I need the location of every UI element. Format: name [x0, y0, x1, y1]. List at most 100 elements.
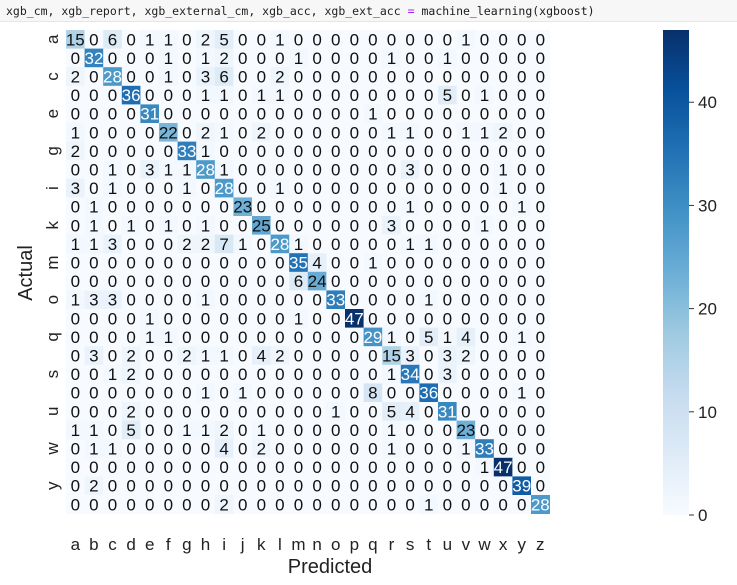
- heatmap-cell: [419, 327, 439, 347]
- heatmap-cell: [531, 141, 550, 161]
- cell-value-label: 0: [201, 105, 210, 124]
- cell-value-label: 1: [145, 30, 154, 49]
- cell-value-label: 0: [424, 30, 433, 49]
- cell-value-label: 0: [182, 495, 191, 514]
- heatmap-cell: [363, 160, 383, 180]
- heatmap-cell: [400, 141, 420, 161]
- heatmap-cell: [103, 271, 123, 291]
- heatmap-cell: [233, 234, 253, 254]
- cell-value-label: 1: [424, 235, 433, 254]
- cell-value-label: 15: [66, 30, 85, 49]
- cell-value-label: 0: [536, 421, 545, 440]
- heatmap-cell: [438, 383, 457, 403]
- heatmap-cell: [84, 383, 104, 403]
- cell-value-label: 0: [238, 105, 247, 124]
- cell-value-label: 3: [443, 347, 452, 366]
- heatmap-cell: [233, 402, 253, 421]
- heatmap-cell: [233, 178, 253, 198]
- cell-value-label: 1: [480, 458, 489, 477]
- heatmap-cell: [456, 439, 476, 459]
- heatmap-cell: [419, 290, 439, 310]
- cell-value-label: 0: [536, 161, 545, 180]
- cell-value-label: 0: [89, 272, 98, 291]
- heatmap-cell: [512, 346, 532, 366]
- heatmap-cell: [345, 457, 364, 477]
- cell-value-label: 0: [461, 291, 470, 310]
- heatmap-cell: [345, 178, 364, 198]
- heatmap-cell: [233, 67, 253, 87]
- cell-value-label: 0: [294, 384, 303, 403]
- cell-value-label: 0: [164, 291, 173, 310]
- heatmap-cell: [177, 495, 197, 514]
- heatmap-cell: [66, 364, 85, 384]
- heatmap-cell: [233, 457, 253, 477]
- cell-value-label: 0: [145, 123, 154, 142]
- cell-value-label: 1: [387, 421, 396, 440]
- heatmap-cell: [326, 271, 346, 291]
- cell-value-label: 0: [461, 142, 470, 161]
- heatmap-cell: [140, 48, 160, 68]
- heatmap-cell: [140, 383, 160, 403]
- cell-value-label: 2: [201, 235, 210, 254]
- cell-value-label: 0: [294, 68, 303, 87]
- heatmap-cell: [252, 457, 271, 477]
- heatmap-cell: [493, 476, 513, 496]
- y-tick-label: y: [43, 481, 62, 490]
- cell-value-label: 0: [219, 402, 228, 421]
- heatmap-cell: [363, 439, 383, 459]
- heatmap-cell: [289, 290, 309, 310]
- heatmap-cell: [140, 476, 160, 496]
- x-axis-label: Predicted: [288, 556, 373, 578]
- cell-value-label: 0: [498, 365, 507, 384]
- cell-value-label: 0: [238, 142, 247, 161]
- heatmap-cell: [270, 420, 290, 440]
- heatmap-cell: [438, 197, 457, 217]
- heatmap-cell: [289, 327, 309, 347]
- heatmap-cell: [512, 160, 532, 180]
- cell-value-label: 0: [294, 105, 303, 124]
- cell-value-label: 0: [238, 477, 247, 496]
- cell-value-label: 0: [461, 402, 470, 421]
- cell-value-label: 0: [275, 254, 284, 273]
- cell-value-label: 0: [331, 254, 340, 273]
- heatmap-cell: [196, 216, 216, 235]
- heatmap-cell: [177, 402, 197, 421]
- heatmap-cell: [233, 439, 253, 459]
- heatmap-cell: [531, 290, 550, 310]
- heatmap-cell: [438, 123, 457, 142]
- heatmap-cell: [419, 439, 439, 459]
- cell-value-label: 0: [89, 402, 98, 421]
- heatmap-cell: [493, 123, 513, 142]
- cell-value-label: 0: [517, 86, 526, 105]
- cell-value-label: 0: [350, 384, 359, 403]
- cell-value-label: 0: [108, 49, 117, 68]
- cell-value-label: 0: [89, 328, 98, 347]
- cell-value-label: 0: [257, 49, 266, 68]
- heatmap-cell: [252, 48, 271, 68]
- cell-value-label: 31: [438, 402, 457, 421]
- heatmap-cell: [493, 364, 513, 384]
- heatmap-cell: [493, 48, 513, 68]
- cell-value-label: 0: [238, 179, 247, 198]
- heatmap-cell: [531, 216, 550, 235]
- heatmap-cell: [419, 48, 439, 68]
- cell-value-label: 0: [238, 123, 247, 142]
- cell-value-label: 0: [331, 365, 340, 384]
- cell-value-label: 0: [331, 440, 340, 459]
- heatmap-cell: [531, 253, 550, 273]
- cell-value-label: 0: [480, 291, 489, 310]
- heatmap-cell: [196, 457, 216, 477]
- cell-value-label: 0: [164, 402, 173, 421]
- code-cell[interactable]: xgb_cm, xgb_report, xgb_external_cm, xgb…: [0, 0, 737, 22]
- heatmap-cell: [475, 420, 495, 440]
- heatmap-cell: [307, 457, 327, 477]
- cell-value-label: 0: [443, 68, 452, 87]
- cell-value-label: 0: [387, 477, 396, 496]
- cell-value-label: 35: [289, 254, 308, 273]
- cell-value-label: 0: [219, 198, 228, 217]
- heatmap-cell: [270, 178, 290, 198]
- heatmap-cell: [493, 216, 513, 235]
- cell-value-label: 0: [461, 495, 470, 514]
- heatmap-cell: [531, 30, 550, 49]
